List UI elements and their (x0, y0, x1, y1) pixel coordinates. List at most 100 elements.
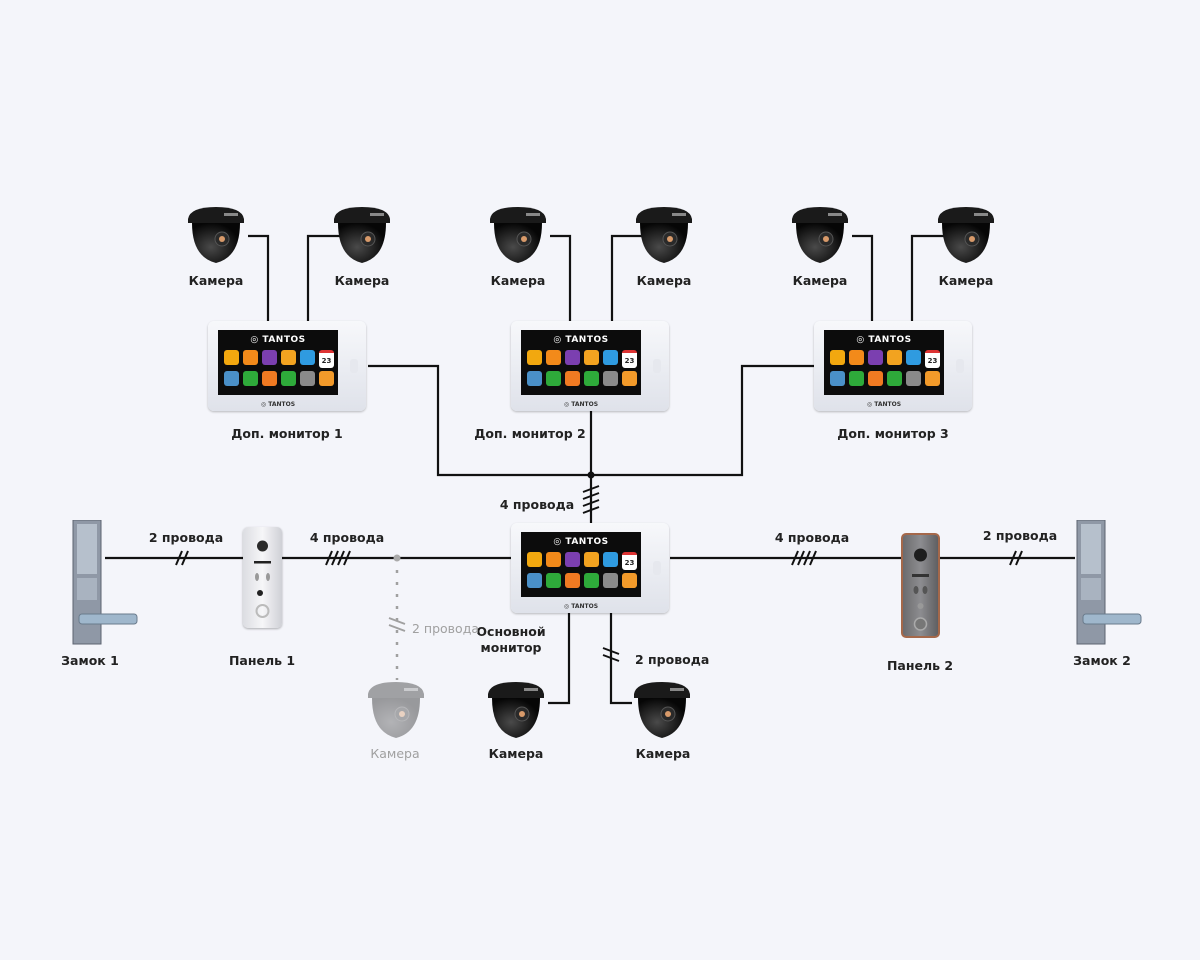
dome-camera-icon (636, 207, 692, 263)
home-button (653, 561, 661, 575)
monitor-2-label: Доп. монитор 2 (474, 426, 586, 441)
headphones-app-icon (887, 371, 902, 386)
camera-label: Камера (188, 273, 244, 288)
dome-camera-icon (368, 682, 424, 738)
brand-logo: ◎ TANTOS (553, 537, 609, 547)
door-app-icon (224, 371, 239, 386)
wire-label-panel2-lock2: 2 провода (982, 528, 1058, 543)
brand-logo: ◎ TANTOS (856, 335, 912, 345)
mail-app-icon (603, 350, 618, 365)
dome-camera-icon (490, 207, 546, 263)
phone-app-icon (546, 371, 561, 386)
brand-logo: ◎ TANTOS (250, 335, 306, 345)
wire-m3-cam-right (910, 234, 957, 322)
camera-monitor1-right (330, 205, 394, 267)
person-app-icon (565, 552, 580, 567)
image-app-icon (868, 371, 883, 386)
person-app-icon (868, 350, 883, 365)
brand-logo-bottom: ◎ TANTOS (260, 401, 296, 408)
camera-label: Камера (488, 746, 544, 761)
wire-m2-cam-left (550, 234, 572, 322)
dome-camera-icon (634, 682, 690, 738)
bus-junction (587, 471, 595, 479)
monitor-1-label: Доп. монитор 1 (231, 426, 343, 441)
tick-marks-4-bus (582, 485, 600, 514)
image-app-icon (565, 371, 580, 386)
monitor-3-label: Доп. монитор 3 (837, 426, 949, 441)
headphones-app-icon (281, 371, 296, 386)
wire-m1-cam-left (248, 234, 270, 322)
gear-app-icon (906, 371, 921, 386)
main-monitor-label-line1: Основной (476, 624, 546, 639)
panel-1 (243, 527, 282, 628)
camera-label-optional: Камера (370, 746, 420, 761)
lock-1-label: Замок 1 (61, 653, 119, 668)
phone-app-icon (243, 371, 258, 386)
app-icon-grid: 23 (527, 552, 637, 588)
headphones-app-icon (584, 371, 599, 386)
camera-main-left (484, 680, 548, 742)
gear-app-icon (300, 371, 315, 386)
panel-2-label: Панель 2 (886, 658, 954, 673)
tick-marks-2-main-cam (602, 647, 620, 662)
23-app-icon: 23 (319, 350, 334, 368)
camera-monitor1-left (184, 205, 248, 267)
app-icon-grid: 23 (224, 350, 334, 386)
main-monitor: ◎ TANTOS 23 ◎ TANTOS (511, 523, 669, 613)
camera-monitor3-left (788, 205, 852, 267)
door-app-icon (830, 371, 845, 386)
grid-app-icon (887, 350, 902, 365)
brand-logo-bottom: ◎ TANTOS (563, 603, 599, 610)
wire-label-main-panel2: 4 провода (774, 530, 850, 545)
camera-label: Камера (792, 273, 848, 288)
person-app-icon (565, 350, 580, 365)
mail-app-icon (906, 350, 921, 365)
optional-junction (393, 554, 401, 562)
mic-app-icon (622, 371, 637, 386)
wire-m1-cam-right (306, 234, 353, 322)
monitor-screen: ◎ TANTOS 23 (521, 532, 641, 597)
brand-logo-bottom: ◎ TANTOS (563, 401, 599, 408)
camera-label: Камера (334, 273, 390, 288)
flower-app-icon (527, 552, 542, 567)
app-icon-grid: 23 (527, 350, 637, 386)
dome-camera-icon (792, 207, 848, 263)
tick-marks-4-panel2 (791, 550, 817, 566)
mic-app-icon (925, 371, 940, 386)
brand-logo: ◎ TANTOS (553, 335, 609, 345)
door-app-icon (527, 573, 542, 588)
phone-app-icon (546, 573, 561, 588)
camera-monitor2-left (486, 205, 550, 267)
tick-marks-2-lock1 (175, 550, 189, 566)
mic-app-icon (319, 371, 334, 386)
door-app-icon (527, 371, 542, 386)
image-app-icon (565, 573, 580, 588)
phone-app-icon (849, 371, 864, 386)
wire-label-optional: 2 провода (412, 621, 479, 636)
lock-1 (71, 519, 141, 650)
gear-app-icon (603, 371, 618, 386)
main-monitor-label-line2: монитор (480, 640, 542, 655)
gear-app-icon (603, 573, 618, 588)
panel-2 (901, 533, 940, 638)
wire-m2-cam-right (610, 234, 655, 322)
wire-label-lock1-panel1: 2 провода (148, 530, 224, 545)
lock-2 (1075, 519, 1145, 650)
image-app-icon (262, 371, 277, 386)
grid-app-icon (281, 350, 296, 365)
23-app-icon: 23 (622, 552, 637, 570)
oval-app-icon (546, 350, 561, 365)
dome-camera-icon (488, 682, 544, 738)
oval-app-icon (546, 552, 561, 567)
wire-main-cam-left (548, 612, 571, 705)
mail-app-icon (603, 552, 618, 567)
monitor-1: ◎ TANTOS 23 ◎ TANTOS (208, 321, 366, 411)
tick-marks-2-optional (388, 617, 406, 632)
wire-label-bus: 4 провода (499, 497, 575, 512)
wire-label-main-cam-right: 2 провода (635, 652, 710, 667)
flower-app-icon (830, 350, 845, 365)
23-app-icon: 23 (925, 350, 940, 368)
app-icon-grid: 23 (830, 350, 940, 386)
